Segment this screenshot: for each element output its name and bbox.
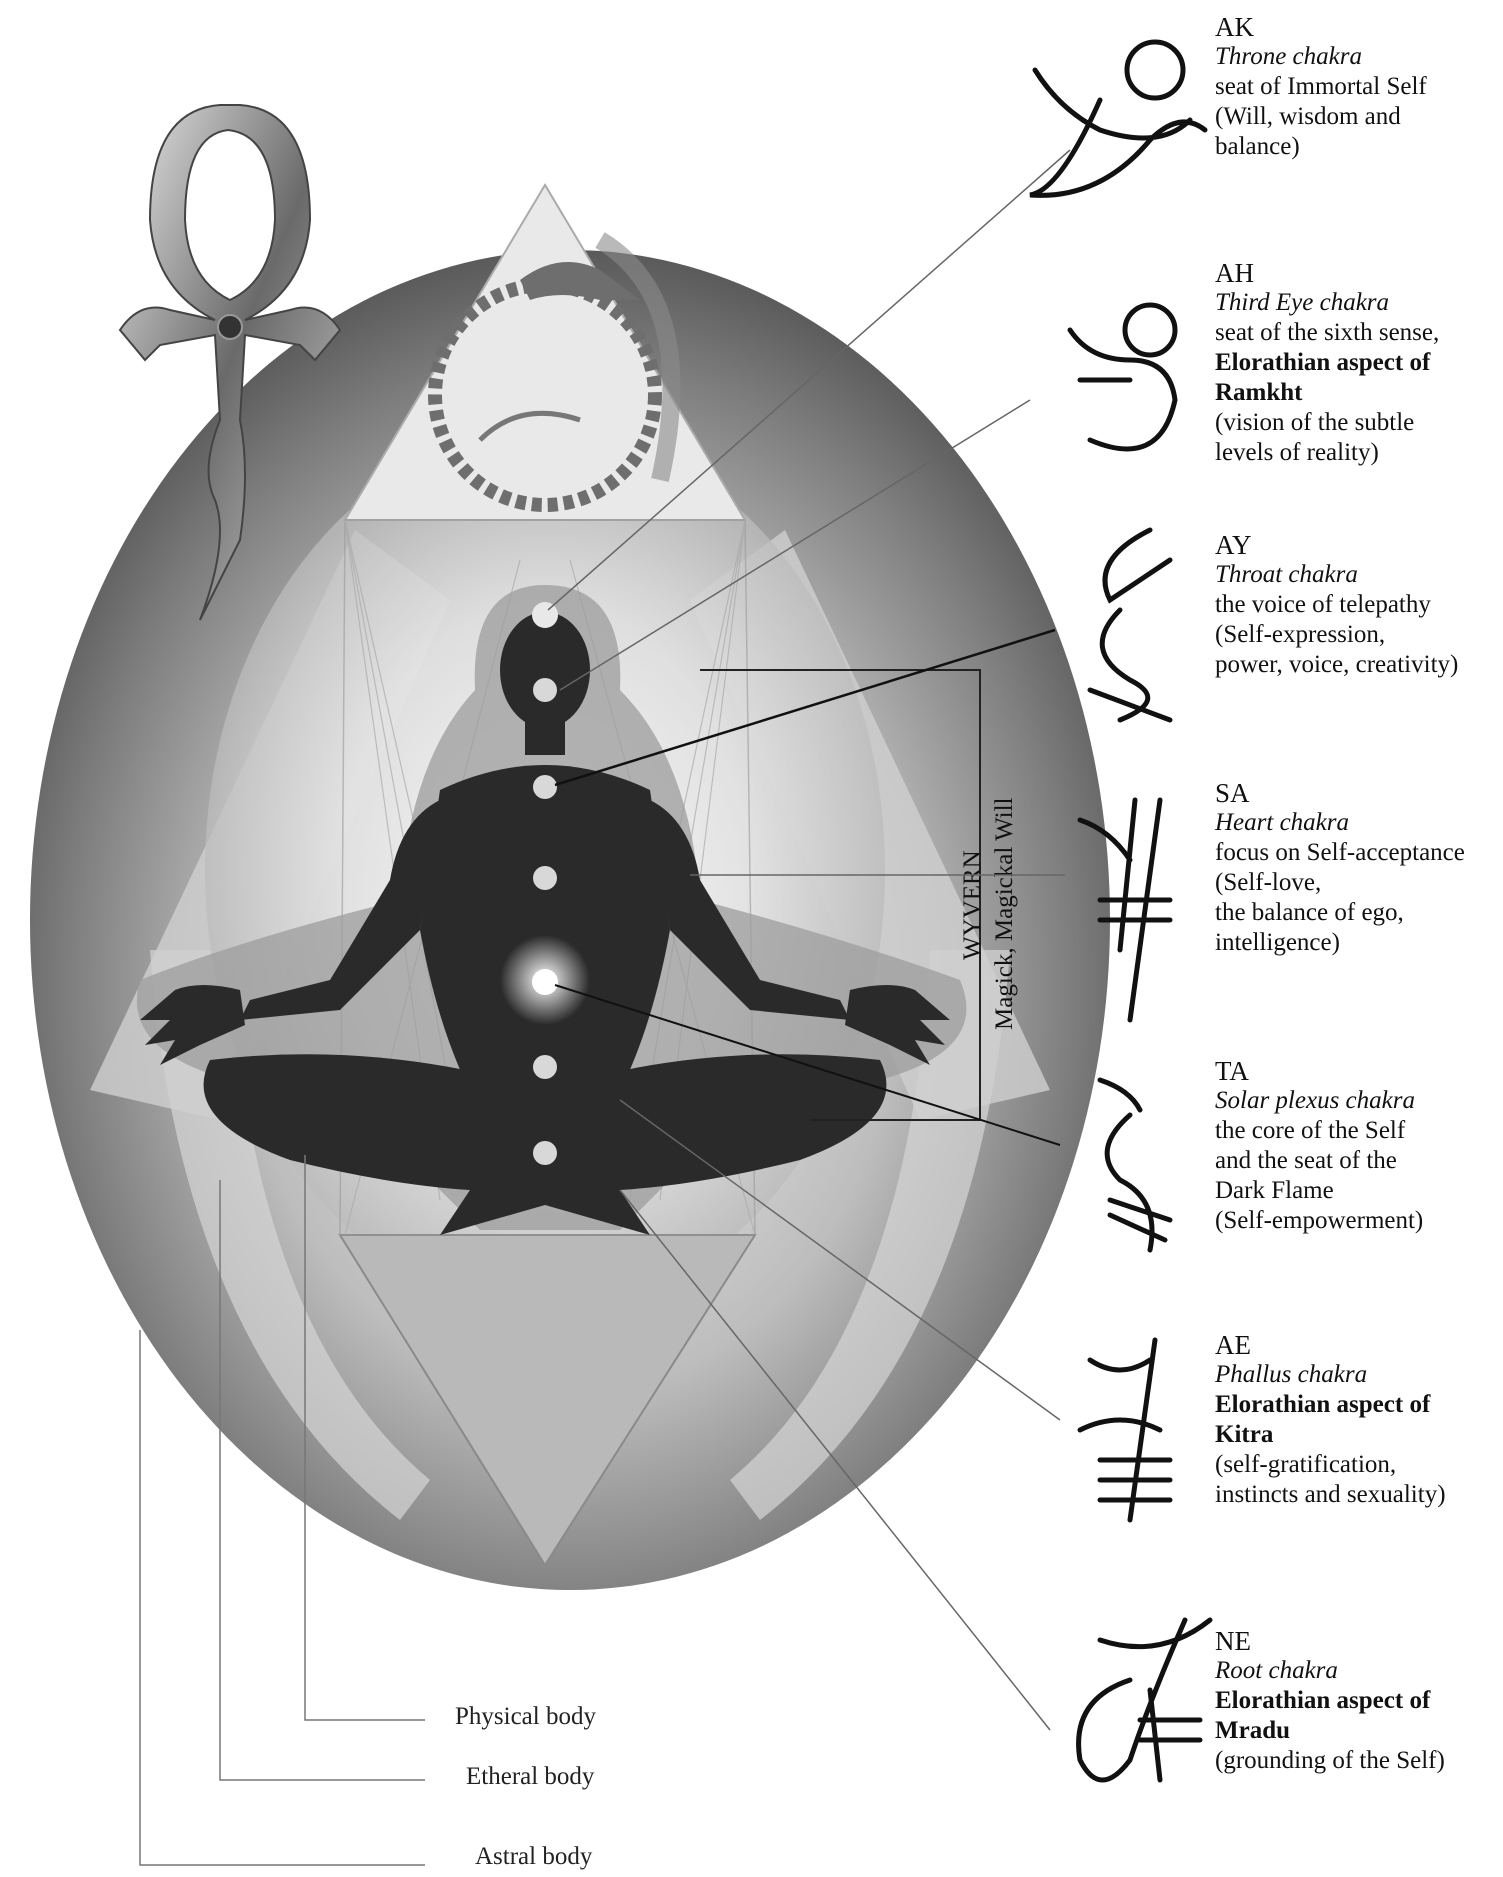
chakra-line: (Self-expression,: [1215, 620, 1500, 650]
chakra-code: AH: [1215, 258, 1500, 288]
chakra-sa: SA Heart chakra focus on Self-acceptance…: [1215, 778, 1500, 958]
chakra-line: the balance of ego,: [1215, 898, 1500, 928]
sigil-ak: [1030, 42, 1205, 195]
chakra-line: and the seat of the: [1215, 1146, 1500, 1176]
chakra-code: SA: [1215, 778, 1500, 808]
chakra-line: (self-gratification,: [1215, 1450, 1500, 1480]
chakra-code: AE: [1215, 1330, 1500, 1360]
chakra-dot-throat: [533, 775, 557, 799]
chakra-line: (Self-empowerment): [1215, 1206, 1500, 1236]
chakra-aspect: Elorathian aspect of: [1215, 1686, 1500, 1716]
chakra-code: TA: [1215, 1056, 1500, 1086]
chakra-line: (grounding of the Self): [1215, 1746, 1500, 1776]
chakra-line: focus on Self-acceptance: [1215, 838, 1500, 868]
vertical-label-wyvern: WYVERN: [959, 850, 986, 960]
chakra-code: AK: [1215, 12, 1500, 42]
chakra-dot-phallus: [533, 1055, 557, 1079]
chakra-dot-solar: [532, 969, 558, 995]
physical-body-label: Physical body: [455, 1703, 596, 1731]
chakra-code: AY: [1215, 530, 1500, 560]
astral-body-label: Astral body: [475, 1843, 592, 1871]
chakra-name: Phallus chakra: [1215, 1360, 1500, 1390]
chakra-ak: AK Throne chakra seat of Immortal Self (…: [1215, 12, 1500, 162]
chakra-aspect: Mradu: [1215, 1716, 1500, 1746]
chakra-line: Dark Flame: [1215, 1176, 1500, 1206]
chakra-aspect: Ramkht: [1215, 378, 1500, 408]
chakra-code: NE: [1215, 1626, 1500, 1656]
sigil-ne: [1079, 1620, 1210, 1780]
chakra-line: (vision of the subtle: [1215, 408, 1500, 438]
sigil-ae: [1080, 1340, 1170, 1520]
chakra-name: Third Eye chakra: [1215, 288, 1500, 318]
sigil-ta: [1100, 1080, 1170, 1250]
sigil-ay: [1090, 530, 1170, 720]
chakra-line: seat of Immortal Self: [1215, 72, 1500, 102]
chakra-name: Heart chakra: [1215, 808, 1500, 838]
chakra-name: Solar plexus chakra: [1215, 1086, 1500, 1116]
chakra-line: balance): [1215, 132, 1500, 162]
chakra-aspect: Elorathian aspect of: [1215, 1390, 1500, 1420]
sigil-ah: [1070, 305, 1175, 449]
chakra-line: (Self-love,: [1215, 868, 1500, 898]
chakra-line: the voice of telepathy: [1215, 590, 1500, 620]
chakra-line: power, voice, creativity): [1215, 650, 1500, 680]
chakra-ae: AE Phallus chakra Elorathian aspect of K…: [1215, 1330, 1500, 1510]
chakra-ta: TA Solar plexus chakra the core of the S…: [1215, 1056, 1500, 1236]
chakra-line: (Will, wisdom and: [1215, 102, 1500, 132]
chakra-dot-throne: [532, 602, 558, 628]
chakra-line: levels of reality): [1215, 438, 1500, 468]
chakra-ah: AH Third Eye chakra seat of the sixth se…: [1215, 258, 1500, 468]
chakra-dot-root: [533, 1141, 557, 1165]
chakra-ay: AY Throat chakra the voice of telepathy …: [1215, 530, 1500, 680]
chakra-line: instincts and sexuality): [1215, 1480, 1500, 1510]
chakra-dot-heart: [533, 866, 557, 890]
chakra-ne: NE Root chakra Elorathian aspect of Mrad…: [1215, 1626, 1500, 1776]
chakra-line: the core of the Self: [1215, 1116, 1500, 1146]
chakra-line: seat of the sixth sense,: [1215, 318, 1500, 348]
chakra-name: Root chakra: [1215, 1656, 1500, 1686]
chakra-aspect: Elorathian aspect of: [1215, 348, 1500, 378]
chakra-name: Throat chakra: [1215, 560, 1500, 590]
chakra-name: Throne chakra: [1215, 42, 1500, 72]
chakra-aspect: Kitra: [1215, 1420, 1500, 1450]
etheral-body-label: Etheral body: [466, 1763, 594, 1791]
vertical-label-magick: Magick, Magickal Will: [991, 797, 1018, 1030]
chakra-dot-third-eye: [533, 678, 557, 702]
chakra-line: intelligence): [1215, 928, 1500, 958]
